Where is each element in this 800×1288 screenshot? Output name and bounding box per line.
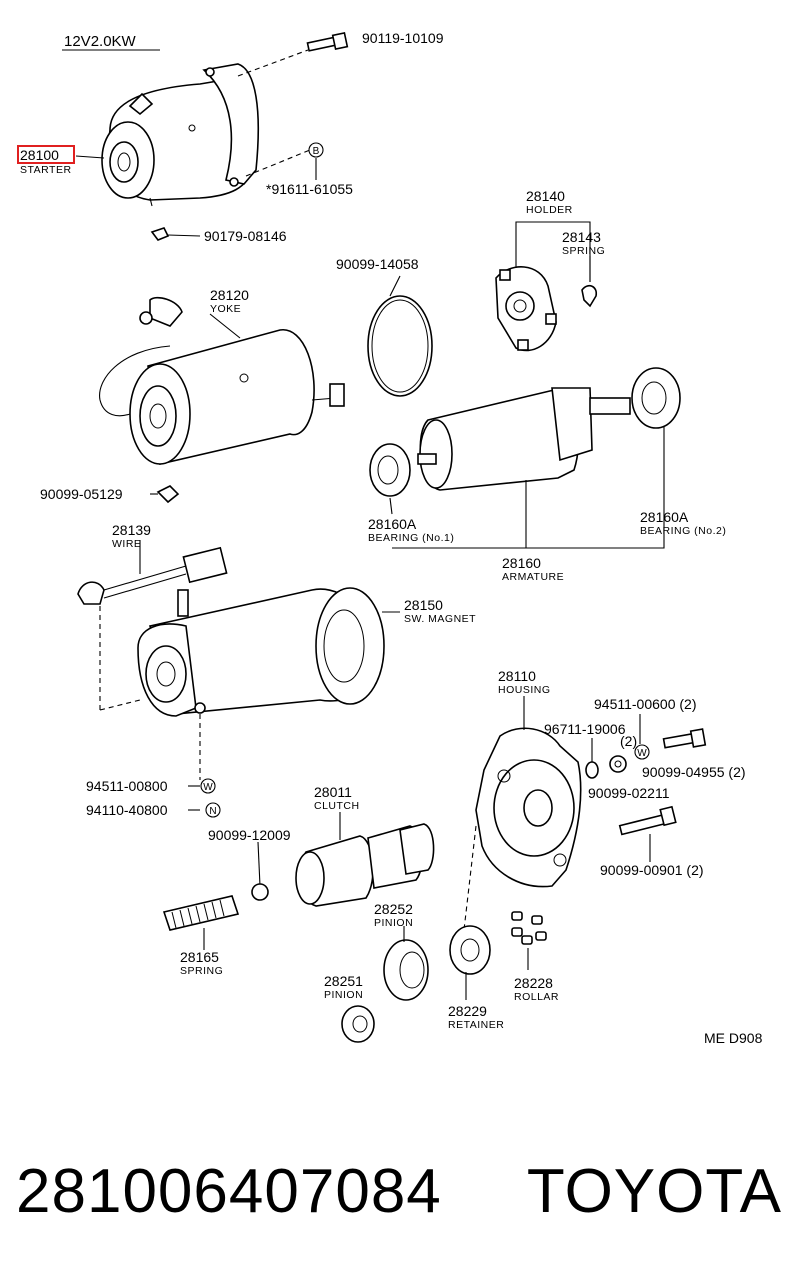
- callout-28160a-1-name: BEARING (No.1): [368, 532, 454, 544]
- callout-28100: 28100: [20, 147, 59, 163]
- callout-90099-00901: 90099-00901 (2): [600, 862, 704, 878]
- callout-28251: 28251: [324, 973, 363, 989]
- callout-28011-name: CLUTCH: [314, 800, 360, 812]
- callout-28251-name: PINION: [324, 989, 363, 1001]
- small-parts-housing-drawing: [585, 714, 707, 862]
- symbol-w-circle-housing: [634, 744, 650, 760]
- retainer-28229-drawing: [449, 925, 491, 1000]
- rollers-28228-drawing: [511, 911, 547, 970]
- callout-28120: 28120: [210, 287, 249, 303]
- callout-90179-08146: 90179-08146: [204, 228, 287, 244]
- pinion-28251-drawing: [341, 1005, 375, 1043]
- callout-28150-name: SW. MAGNET: [404, 613, 476, 625]
- clip-90099-05129-drawing: [150, 485, 180, 504]
- callout-90099-02211: 90099-02211: [588, 785, 670, 801]
- o-ring-90099-14058-drawing: [367, 275, 433, 397]
- callout-94511-00600: 94511-00600 (2): [594, 696, 696, 712]
- callout-28160-name: ARMATURE: [502, 571, 564, 583]
- callout-28228: 28228: [514, 975, 553, 991]
- callout-28160a-2: 28160A: [640, 509, 689, 525]
- callout-28252: 28252: [374, 901, 413, 917]
- callout-28139-name: WIRE: [112, 538, 141, 550]
- callout-28252-name: PINION: [374, 917, 413, 929]
- callout-90099-04955: 90099-04955 (2): [642, 764, 746, 780]
- callout-90099-05129: 90099-05129: [40, 486, 123, 502]
- callout-28139: 28139: [112, 522, 151, 538]
- bearing-28160a-no2-drawing: [631, 367, 681, 429]
- leader-28100: [75, 155, 105, 159]
- callout-28229-name: RETAINER: [448, 1019, 504, 1031]
- callout-90119-10109: 90119-10109: [362, 30, 444, 46]
- clutch-28011-drawing: [251, 812, 435, 907]
- callout-28150: 28150: [404, 597, 443, 613]
- footer: 281006407084 TOYOTA: [0, 1150, 800, 1240]
- symbol-w-housing: W: [637, 748, 647, 759]
- exploded-parts-diagram: 12V2.0KW: [17, 30, 763, 1046]
- callout-94110-40800: 94110-40800: [86, 802, 168, 818]
- callout-28140-name: HOLDER: [526, 204, 573, 216]
- callout-90099-12009: 90099-12009: [208, 827, 291, 843]
- callout-91611-61055: *91611-61055: [266, 181, 353, 197]
- callout-94511-00800: 94511-00800: [86, 778, 168, 794]
- yoke-28120-drawing: [99, 296, 345, 465]
- callout-28160: 28160: [502, 555, 541, 571]
- symbol-w: W: [203, 782, 213, 793]
- housing-28110-drawing: [463, 696, 582, 931]
- callout-28143-name: SPRING: [562, 245, 605, 257]
- bolt-90119-drawing: [237, 31, 349, 77]
- holder-28140-drawing: [495, 221, 591, 352]
- spring-28165-drawing: [162, 895, 240, 950]
- wire-28139-drawing: [77, 540, 228, 711]
- callout-28165-name: SPRING: [180, 965, 223, 977]
- solenoid-28150-drawing: [137, 587, 400, 780]
- brand-name: TOYOTA: [526, 1157, 782, 1226]
- callout-28160a-2-name: BEARING (No.2): [640, 525, 726, 537]
- callout-90099-14058: 90099-14058: [336, 256, 419, 272]
- symbol-w-circle: [200, 778, 216, 794]
- callout-28110-name: HOUSING: [498, 684, 551, 696]
- symbol-b-circle: [308, 142, 324, 158]
- callout-96711-19006: 96711-19006: [544, 721, 626, 737]
- symbol-b: B: [313, 146, 320, 157]
- callout-28110: 28110: [498, 668, 536, 684]
- callout-28165: 28165: [180, 949, 219, 965]
- callout-28160a-1: 28160A: [368, 516, 417, 532]
- spring-28143-drawing: [581, 256, 598, 308]
- symbol-n-circle: [205, 802, 221, 818]
- callout-28228-name: ROLLAR: [514, 991, 559, 1003]
- starter-assembly-drawing: [101, 63, 260, 207]
- nut-91611-drawing: [245, 149, 311, 177]
- symbol-n: N: [209, 806, 216, 817]
- callout-28229: 28229: [448, 1003, 487, 1019]
- callout-28143: 28143: [562, 229, 601, 245]
- diagram-code: ME D908: [704, 1030, 763, 1046]
- clip-90179-drawing: [150, 227, 201, 241]
- callout-28120-name: YOKE: [210, 303, 241, 315]
- callout-96711-qty: (2): [620, 733, 637, 749]
- spec-label: 12V2.0KW: [64, 33, 137, 50]
- armature-28160-drawing: [392, 387, 665, 549]
- bearing-28160a-no1-drawing: [369, 443, 411, 515]
- highlight-box-28100: [17, 145, 75, 164]
- part-number: 281006407084: [16, 1157, 442, 1226]
- callout-28140: 28140: [526, 188, 565, 204]
- callout-28011: 28011: [314, 784, 352, 800]
- callout-28100-name: STARTER: [20, 164, 72, 176]
- pinion-28252-drawing: [383, 926, 429, 1001]
